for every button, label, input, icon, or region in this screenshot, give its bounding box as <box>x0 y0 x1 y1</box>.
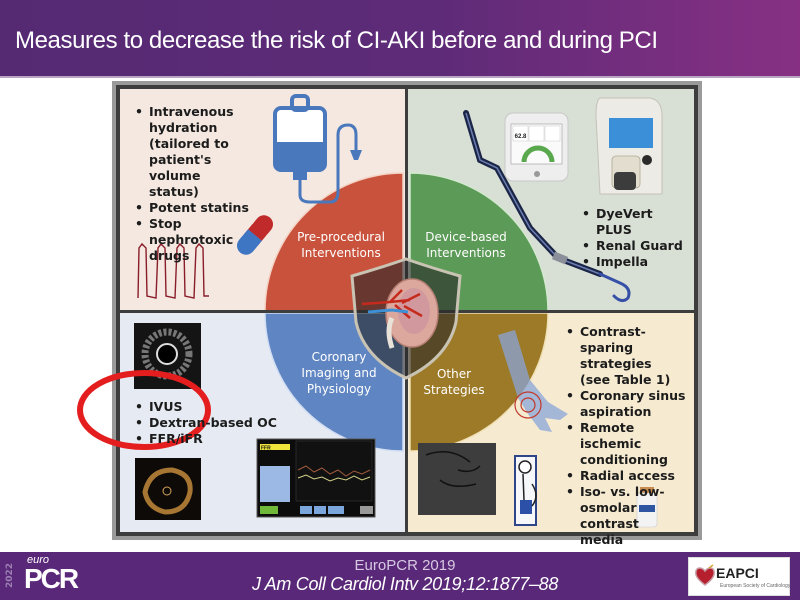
coronary-imaging-bullets: IVUS Dextran-based OC FFR/iFR <box>135 399 277 447</box>
eapci-logo <box>688 557 790 596</box>
europcr-logo-prefix: euro <box>27 554 50 566</box>
europcr-logo-year: 2022 <box>5 562 15 588</box>
footer-overlay-text: EuroPCR 2019 <box>354 557 456 574</box>
ffr-screen-label: FFR <box>261 446 271 452</box>
ffr-console-icon: FFR <box>256 438 376 518</box>
iv-bag-icon <box>273 94 362 204</box>
arm-remote-conditioning-icon <box>498 330 568 432</box>
device-screen-value: 62.8 <box>515 134 527 140</box>
bullet-item: Dextran-based OC <box>135 415 277 431</box>
slide-footer <box>0 552 800 600</box>
device-based-bullets: DyeVert PLUS Renal Guard Impella <box>582 206 692 270</box>
europcr-logo: PCR <box>24 563 79 594</box>
bullet-item: Radial access <box>566 468 696 484</box>
eapci-subtitle: European Society of Cardiology <box>720 583 791 589</box>
bullet-item: Impella <box>582 254 692 270</box>
pressure-cuff-icon <box>514 455 537 526</box>
oct-image-icon <box>135 458 201 520</box>
renalguard-device-icon <box>595 97 663 195</box>
bullet-item: DyeVert PLUS <box>582 206 692 238</box>
eapci-heart-icon <box>695 564 715 586</box>
header-divider <box>0 76 800 78</box>
dyevert-monitor-icon: 62.8 <box>504 112 569 182</box>
bullet-item: FFR/iFR <box>135 431 275 447</box>
slide-header <box>0 0 800 76</box>
footer-center-text: EuroPCR 2019 J Am Coll Cardiol Intv 2019… <box>140 553 670 599</box>
bullet-item: Renal Guard <box>582 238 692 254</box>
angiogram-image-icon <box>418 443 496 515</box>
ivus-image-icon <box>134 323 201 389</box>
shield-kidney-icon <box>350 257 462 380</box>
citation-text: J Am Coll Cardiol Intv 2019;12:1877–88 <box>251 574 559 594</box>
eapci-name: EAPCI <box>716 565 759 581</box>
bullet-item: IVUS <box>135 399 275 415</box>
impella-catheter-icon <box>463 110 631 303</box>
bullet-item: Potent statins <box>135 200 260 216</box>
slide-title: Measures to decrease the risk of CI-AKI … <box>15 27 658 54</box>
